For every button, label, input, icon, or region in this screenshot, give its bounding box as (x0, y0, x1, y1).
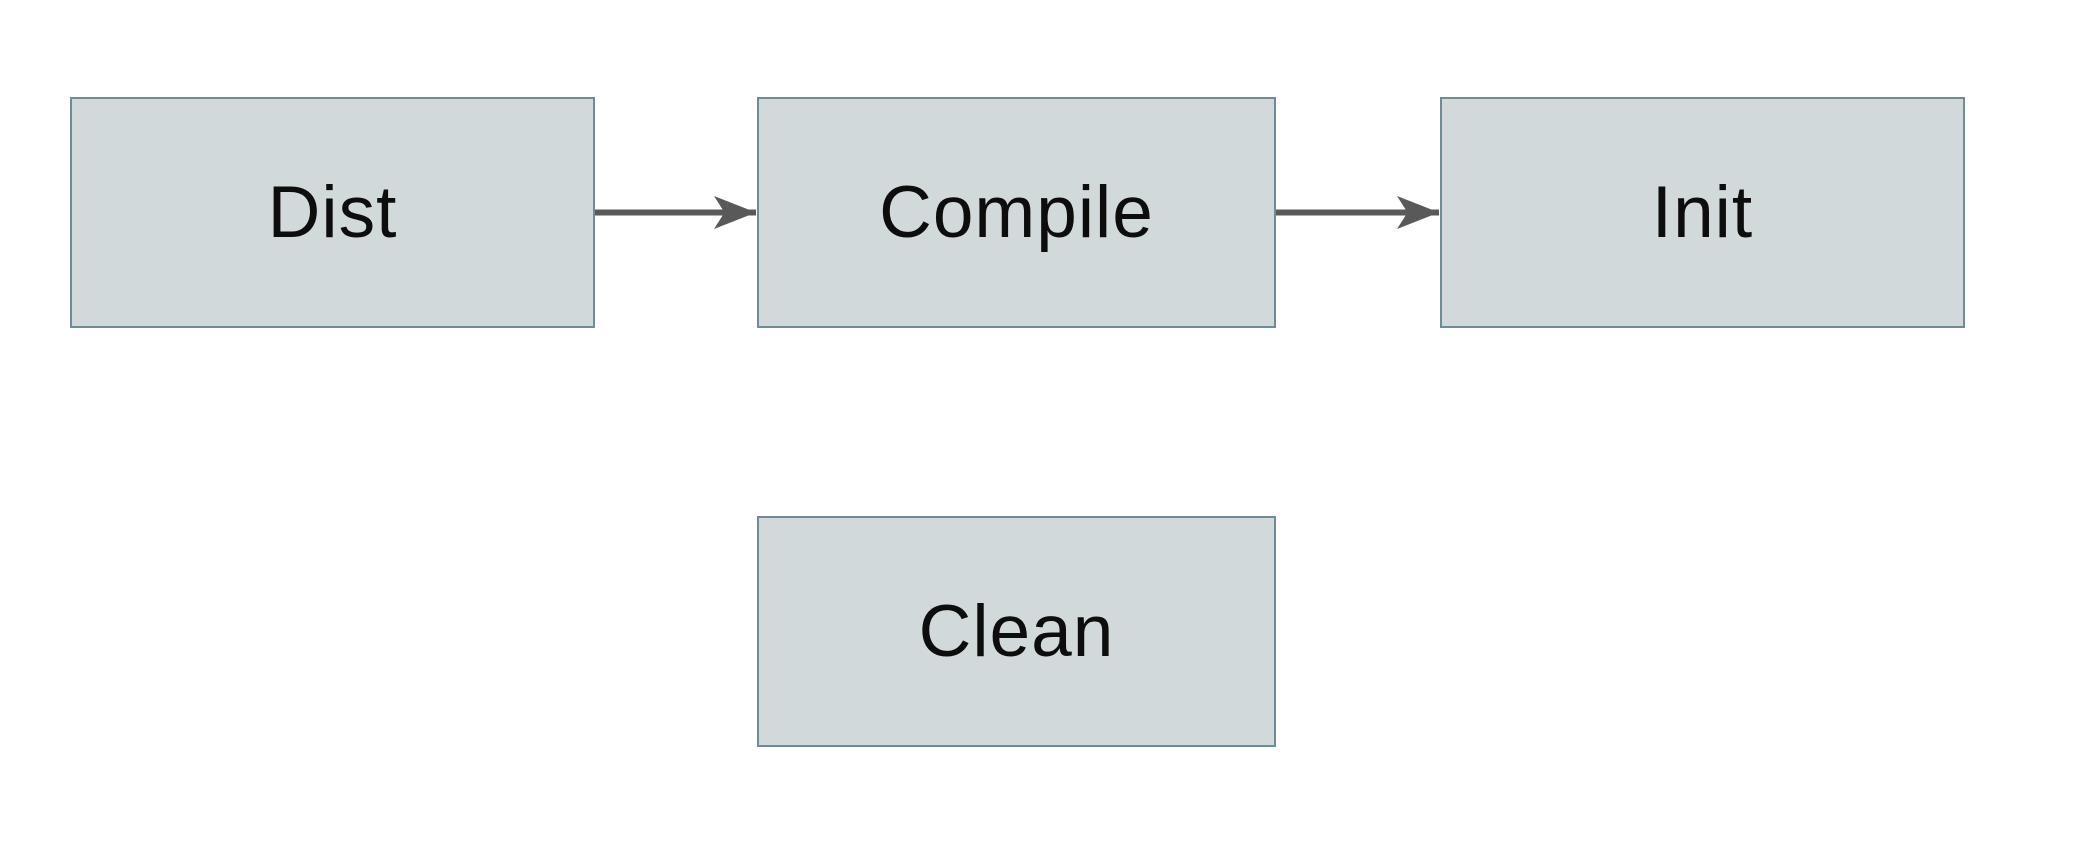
node-compile: Compile (757, 97, 1276, 328)
node-init-label: Init (1651, 172, 1754, 253)
node-compile-label: Compile (879, 172, 1154, 253)
node-dist: Dist (70, 97, 595, 328)
node-clean-label: Clean (918, 591, 1115, 672)
node-clean: Clean (757, 516, 1276, 747)
node-init: Init (1440, 97, 1965, 328)
node-dist-label: Dist (267, 172, 398, 253)
